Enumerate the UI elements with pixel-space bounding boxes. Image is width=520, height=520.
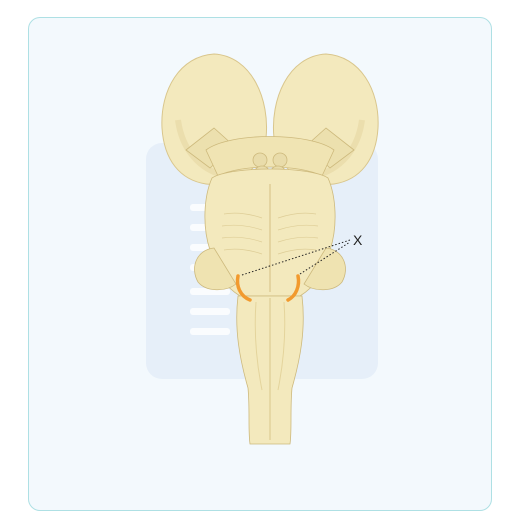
pointer-line-right: [299, 241, 351, 275]
pointer-line-left: [241, 239, 351, 276]
left-highlighted-structure: [235, 274, 252, 302]
pons-and-cerebellar-peduncles: [194, 168, 346, 297]
label-x: X: [353, 232, 363, 248]
right-highlighted-structure: [286, 274, 301, 302]
medulla-oblongata: [236, 295, 304, 445]
